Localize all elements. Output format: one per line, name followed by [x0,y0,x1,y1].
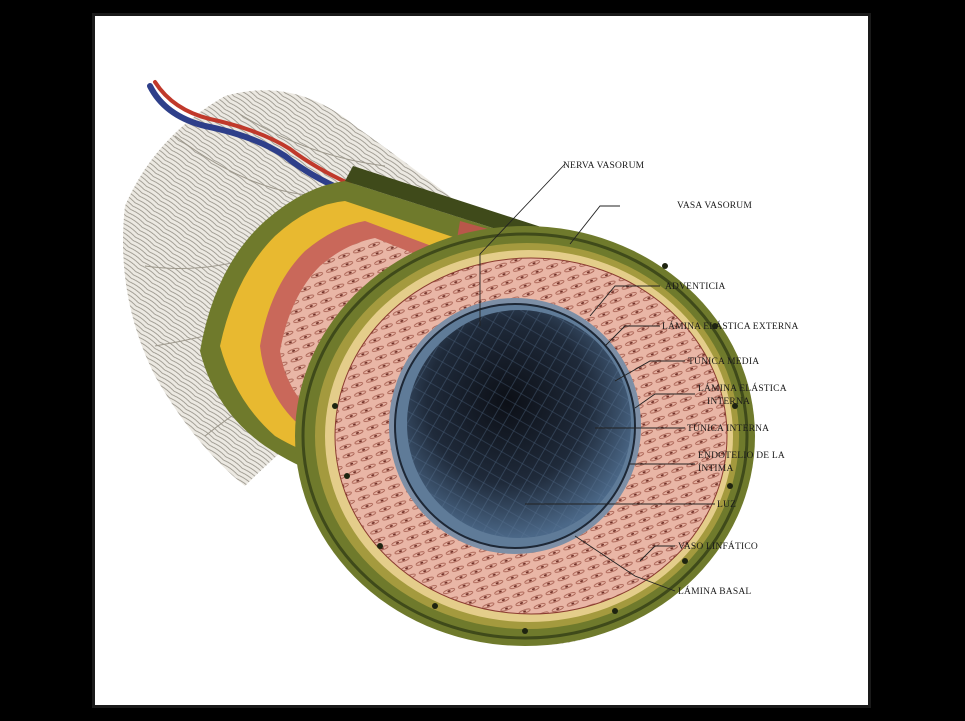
label-endotelio-1: ENDOTELIO DE LA [698,451,785,461]
label-endotelio-2: ÍNTIMA [698,462,734,474]
label-lamina-elastica-interna-1: LÁMINA ELÁSTICA [698,382,787,394]
diagram-frame: NERVA VASORUM VASA VASORUM ADVENTICIA LÁ… [92,13,871,708]
blood-vessel-cross-section-diagram: NERVA VASORUM VASA VASORUM ADVENTICIA LÁ… [95,16,868,705]
label-adventicia: ADVENTICIA [665,282,726,292]
label-vaso-linfatico: VASO LINFÁTICO [678,540,758,552]
label-vasa-vasorum: VASA VASORUM [677,201,752,211]
label-luz: LUZ [717,500,736,510]
label-lamina-basal: LÁMINA BASAL [678,585,751,597]
label-tunica-media: TÚNICA MEDIA [688,355,759,367]
label-tunica-interna: TÚNICA INTERNA [687,422,769,434]
label-nerva-vasorum: NERVA VASORUM [563,161,645,171]
label-lamina-elastica-interna-2: INTERNA [707,397,750,407]
label-lamina-elastica-externa: LÁMINA ELÁSTICA EXTERNA [662,320,799,332]
